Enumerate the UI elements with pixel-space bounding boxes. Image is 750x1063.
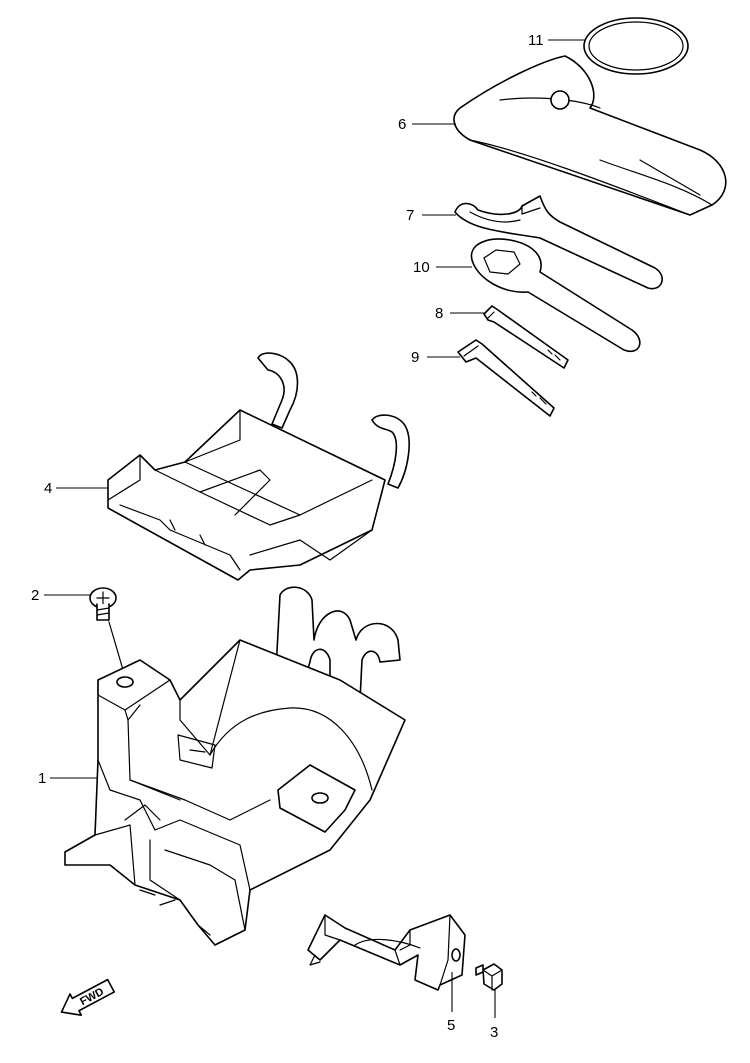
part-3-bolt — [475, 963, 503, 991]
part-8-hex-key — [483, 305, 569, 369]
callout-8: 8 — [435, 305, 443, 322]
callout-1: 1 — [38, 770, 46, 787]
part-11-o-ring — [583, 17, 689, 75]
part-1-main-holder — [64, 586, 406, 946]
callout-11: 11 — [528, 32, 544, 49]
callout-9: 9 — [411, 349, 419, 366]
fwd-label: FWD — [78, 986, 106, 1008]
part-2-screw — [89, 587, 127, 681]
callout-7: 7 — [406, 207, 414, 224]
part-5-bracket — [307, 914, 466, 991]
callout-2: 2 — [31, 587, 39, 604]
callout-5: 5 — [447, 1017, 455, 1034]
leader-lines — [44, 39, 585, 1018]
callout-10: 10 — [413, 259, 430, 276]
part-10-box-wrench — [470, 238, 641, 353]
part-7-spanner-wrench — [454, 195, 663, 290]
callout-6: 6 — [398, 116, 406, 133]
fwd-arrow-icon: FWD — [60, 978, 116, 1016]
part-9-hex-key — [457, 339, 555, 417]
callout-4: 4 — [44, 480, 52, 497]
callout-3: 3 — [490, 1024, 498, 1041]
part-6-tool-bag — [453, 55, 727, 216]
callout-labels: 11 6 7 10 8 9 4 2 1 5 3 — [31, 32, 544, 1041]
part-4-holder — [107, 352, 410, 581]
